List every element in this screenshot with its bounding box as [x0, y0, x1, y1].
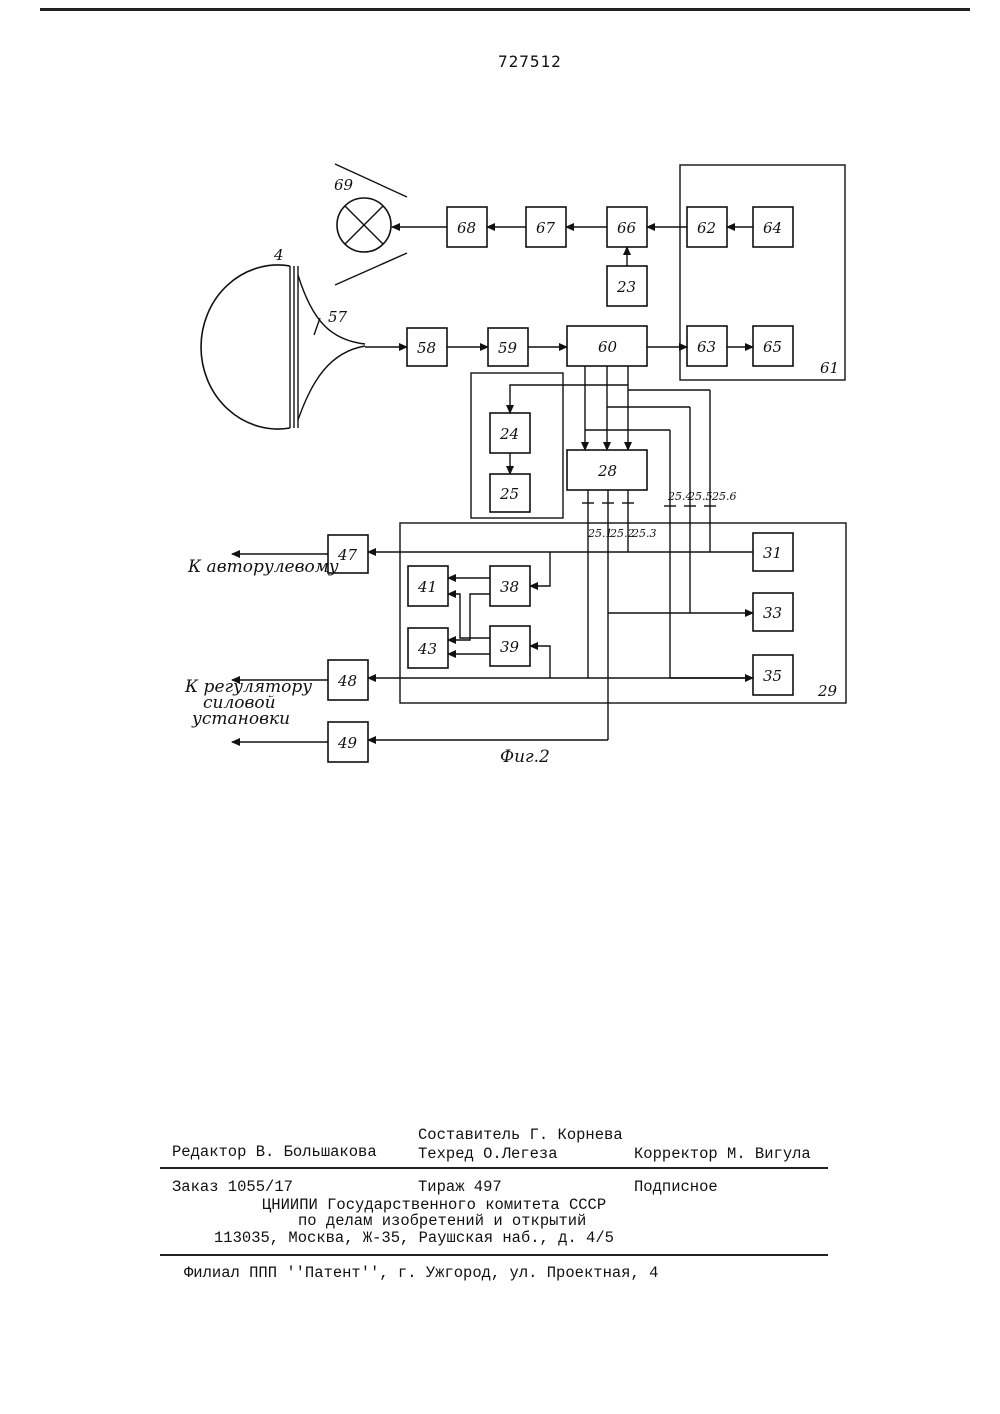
label-49: 49	[337, 734, 358, 752]
label-29: 29	[817, 682, 838, 700]
bus-label-25-6: 25.6	[711, 490, 737, 503]
label-4: 4	[273, 246, 284, 264]
imprint-compiler: Составитель Г. Корнева	[418, 1126, 623, 1144]
label-31: 31	[763, 544, 782, 562]
label-43: 43	[417, 640, 437, 658]
label-35: 35	[763, 667, 782, 685]
label-47: 47	[337, 546, 358, 564]
label-59: 59	[498, 339, 518, 357]
label-61: 61	[820, 359, 839, 377]
label-57: 57	[328, 308, 348, 326]
imprint-circulation: Тираж 497	[418, 1178, 502, 1196]
label-60: 60	[598, 338, 618, 356]
bus-label-25-5: 25.5	[687, 490, 713, 503]
horn-57	[298, 275, 365, 420]
label-69: 69	[334, 176, 354, 194]
bus-label-25-2: 25.2	[609, 527, 635, 540]
label-39: 39	[500, 638, 520, 656]
label-58: 58	[417, 339, 436, 357]
bus-label-25-1: 25.1	[587, 527, 613, 540]
label-65: 65	[763, 338, 782, 356]
label-66: 66	[617, 219, 637, 237]
imprint-branch: Филиал ППП ''Патент'', г. Ужгород, ул. П…	[184, 1264, 658, 1282]
label-23: 23	[616, 278, 636, 296]
imprint-order: Заказ 1055/17	[172, 1178, 293, 1196]
imprint-rule-2	[160, 1254, 828, 1256]
label-33: 33	[763, 604, 782, 622]
figure-caption: Фиг.2	[500, 747, 550, 767]
label-25: 25	[499, 485, 519, 503]
label-24: 24	[499, 425, 519, 443]
bus-label-25-3: 25.3	[631, 527, 657, 540]
imprint-editor: Редактор В. Большакова	[172, 1143, 377, 1161]
label-67: 67	[536, 219, 556, 237]
imprint-subscription: Подписное	[634, 1178, 718, 1196]
imprint-org-line2: по делам изобретений и открытий	[298, 1212, 586, 1230]
imprint-corrector: Корректор М. Вигула	[634, 1145, 811, 1163]
imprint-address: 113035, Москва, Ж-35, Раушская наб., д. …	[214, 1229, 614, 1247]
label-to-autopilot: К авторулевому	[187, 557, 339, 577]
bus-wires	[510, 366, 716, 740]
label-41: 41	[417, 578, 437, 596]
label-to-regulator-3: установки	[191, 709, 290, 729]
label-48: 48	[337, 672, 357, 690]
label-64: 64	[763, 219, 782, 237]
label-63: 63	[697, 338, 716, 356]
imprint-rule-1	[160, 1167, 828, 1169]
label-28: 28	[597, 462, 617, 480]
label-38: 38	[500, 578, 519, 596]
label-68: 68	[457, 219, 476, 237]
label-62: 62	[697, 219, 716, 237]
imprint-techred: Техред О.Легеза	[418, 1145, 558, 1163]
antenna-4	[201, 265, 298, 429]
